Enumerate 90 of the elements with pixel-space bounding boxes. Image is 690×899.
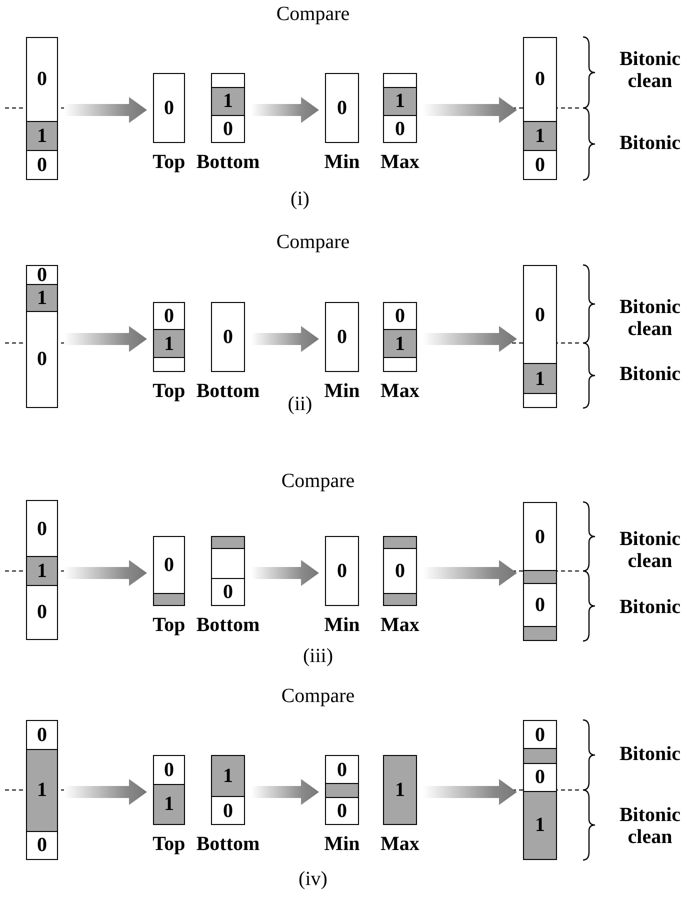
array-column bbox=[383, 536, 417, 606]
shaded-cell bbox=[384, 592, 416, 605]
brace-label: Bitonic clean bbox=[618, 804, 682, 848]
column-label: Max bbox=[380, 614, 420, 636]
array-column bbox=[26, 720, 58, 860]
subfigure-caption: (ii) bbox=[288, 393, 312, 415]
array-column bbox=[325, 755, 359, 825]
operation-label: Compare bbox=[281, 685, 355, 707]
brace-label: Bitonic clean bbox=[618, 48, 682, 92]
array-column bbox=[523, 502, 557, 641]
array-cell: 0 bbox=[325, 536, 359, 606]
block-arrow bbox=[64, 97, 147, 123]
column-label: Top bbox=[152, 833, 186, 855]
shaded-cell: 1 bbox=[212, 88, 244, 115]
shaded-cell: 1 bbox=[27, 120, 57, 150]
column-label: Bottom bbox=[196, 614, 260, 636]
array-column bbox=[383, 73, 417, 143]
operation-label: Compare bbox=[276, 3, 350, 25]
block-arrow bbox=[423, 779, 517, 805]
array-cell: 0 bbox=[325, 73, 359, 143]
array-column bbox=[383, 302, 417, 372]
shaded-cell bbox=[326, 783, 358, 797]
array-column bbox=[523, 265, 557, 408]
array-column bbox=[26, 500, 58, 640]
array-column bbox=[153, 536, 185, 606]
array-column bbox=[211, 755, 245, 825]
column-label: Max bbox=[380, 151, 420, 173]
shaded-cell: 1 bbox=[27, 556, 57, 585]
block-arrow bbox=[423, 326, 517, 352]
column-label: Bottom bbox=[196, 833, 260, 855]
column-label: Min bbox=[324, 151, 360, 173]
column-label: Top bbox=[152, 614, 186, 636]
array-column bbox=[211, 536, 245, 606]
shaded-cell bbox=[212, 537, 244, 550]
shaded-cell: 1 bbox=[154, 329, 184, 357]
shaded-cell: 1 bbox=[154, 784, 184, 824]
array-column bbox=[26, 37, 58, 180]
shaded-cell: 1 bbox=[383, 755, 417, 825]
array-column bbox=[211, 73, 245, 143]
shaded-cell bbox=[154, 592, 184, 605]
shaded-cell bbox=[384, 537, 416, 550]
column-label: Top bbox=[152, 380, 186, 402]
shaded-cell: 1 bbox=[524, 363, 556, 394]
block-arrow bbox=[423, 560, 517, 586]
shaded-cell: 1 bbox=[212, 756, 244, 796]
block-arrow bbox=[64, 560, 147, 586]
array-cell: 0 bbox=[524, 583, 556, 626]
shaded-cell bbox=[524, 570, 556, 584]
array-cell: 0 bbox=[153, 73, 185, 143]
array-column bbox=[523, 720, 557, 860]
brace-label: Bitonic clean bbox=[618, 296, 682, 340]
brace-label: Bitonic clean bbox=[618, 528, 682, 572]
brace-label: Bitonic bbox=[618, 743, 682, 765]
subfigure-caption: (iv) bbox=[298, 868, 328, 890]
column-label: Min bbox=[324, 833, 360, 855]
array-cell: 0 bbox=[211, 302, 245, 372]
operation-label: Compare bbox=[281, 470, 355, 492]
shaded-cell: 1 bbox=[524, 120, 556, 150]
column-label: Max bbox=[380, 380, 420, 402]
array-column bbox=[523, 37, 557, 180]
column-label: Bottom bbox=[196, 151, 260, 173]
shaded-cell bbox=[524, 748, 556, 762]
shaded-cell: 1 bbox=[384, 88, 416, 115]
subfigure-caption: (iii) bbox=[303, 645, 333, 667]
shaded-cell bbox=[524, 626, 556, 640]
operation-label: Compare bbox=[276, 231, 350, 253]
shaded-cell: 1 bbox=[384, 329, 416, 357]
block-arrow bbox=[64, 779, 147, 805]
shaded-cell: 1 bbox=[524, 790, 556, 859]
column-label: Top bbox=[152, 151, 186, 173]
block-arrow bbox=[251, 560, 319, 586]
array-cell: 0 bbox=[325, 302, 359, 372]
block-arrow bbox=[251, 326, 319, 352]
brace-label: Bitonic bbox=[618, 363, 682, 385]
shaded-cell: 1 bbox=[27, 749, 57, 831]
array-column bbox=[153, 302, 185, 372]
block-arrow bbox=[251, 779, 319, 805]
column-label: Max bbox=[380, 833, 420, 855]
subfigure-caption: (i) bbox=[290, 188, 310, 210]
shaded-cell: 1 bbox=[27, 284, 57, 311]
array-column bbox=[153, 755, 185, 825]
column-label: Min bbox=[324, 380, 360, 402]
column-label: Min bbox=[324, 614, 360, 636]
block-arrow bbox=[423, 97, 517, 123]
column-label: Bottom bbox=[196, 380, 260, 402]
block-arrow bbox=[64, 326, 147, 352]
brace-label: Bitonic bbox=[618, 132, 682, 154]
array-column bbox=[26, 265, 58, 408]
block-arrow bbox=[251, 97, 319, 123]
brace-label: Bitonic bbox=[618, 596, 682, 618]
